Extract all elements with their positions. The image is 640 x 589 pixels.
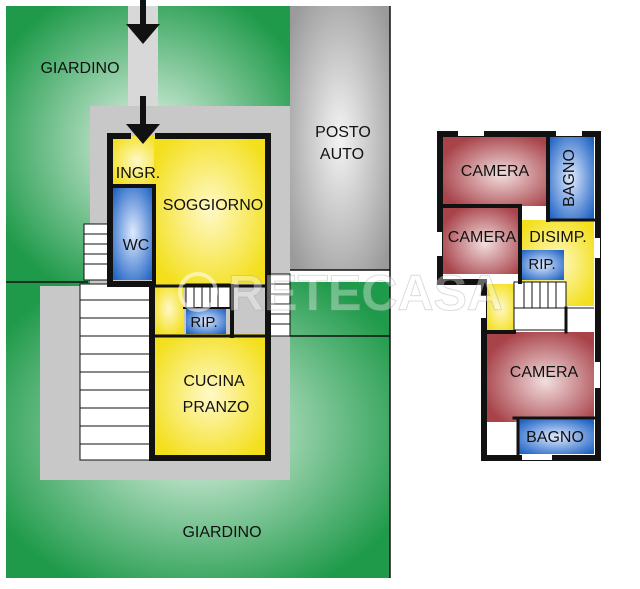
label-ripostiglio-ground: RIP. <box>190 314 217 331</box>
internal-stairs-first <box>513 281 594 331</box>
label-disimpegno: DISIMP. <box>529 229 587 246</box>
room-wc <box>112 186 154 280</box>
watermark-text: RETECASA <box>228 265 503 321</box>
room-ripostiglio <box>186 308 226 334</box>
internal-stairs-ground <box>185 283 231 309</box>
outdoor-stairs-left <box>79 283 153 461</box>
ground-floor-plan <box>6 0 391 578</box>
room-camera-1 <box>442 136 550 206</box>
label-soggiorno: SOGGIORNO <box>163 197 263 214</box>
walls-first <box>437 131 601 461</box>
room-bagno-1 <box>548 136 594 220</box>
label-cucina: CUCINA <box>183 373 245 390</box>
label-camera-3: CAMERA <box>510 364 579 381</box>
first-floor-plan <box>437 131 601 461</box>
room-camera-2 <box>442 206 520 274</box>
watermark-logo: RETECASA <box>178 265 504 322</box>
label-pranzo: PRANZO <box>183 399 250 416</box>
parking-area <box>290 6 390 270</box>
label-posto-auto-line2: AUTO <box>320 146 364 163</box>
room-ripostiglio-first <box>520 250 564 280</box>
label-giardino-top: GIARDINO <box>40 60 119 77</box>
label-posto-auto-line1: POSTO <box>315 124 371 141</box>
label-ingresso: INGR. <box>116 165 160 182</box>
room-cucina-pranzo <box>154 334 266 456</box>
room-soggiorno <box>154 136 266 284</box>
room-bagno-2 <box>518 420 594 454</box>
label-giardino-bottom: GIARDINO <box>182 524 261 541</box>
label-wc: WC <box>123 237 150 254</box>
label-camera-1: CAMERA <box>461 163 530 180</box>
room-camera-3 <box>486 332 594 422</box>
entrance-arrows <box>126 0 160 144</box>
room-landing <box>486 284 516 332</box>
label-ripostiglio-first: RIP. <box>528 256 555 273</box>
windows-first <box>437 131 600 460</box>
label-camera-2: CAMERA <box>448 229 517 246</box>
room-ingresso <box>112 136 162 186</box>
walls-ground <box>107 133 271 461</box>
label-bagno-1: BAGNO <box>561 149 578 207</box>
outdoor-stairs-wc <box>83 223 109 281</box>
label-bagno-2: BAGNO <box>526 429 584 446</box>
